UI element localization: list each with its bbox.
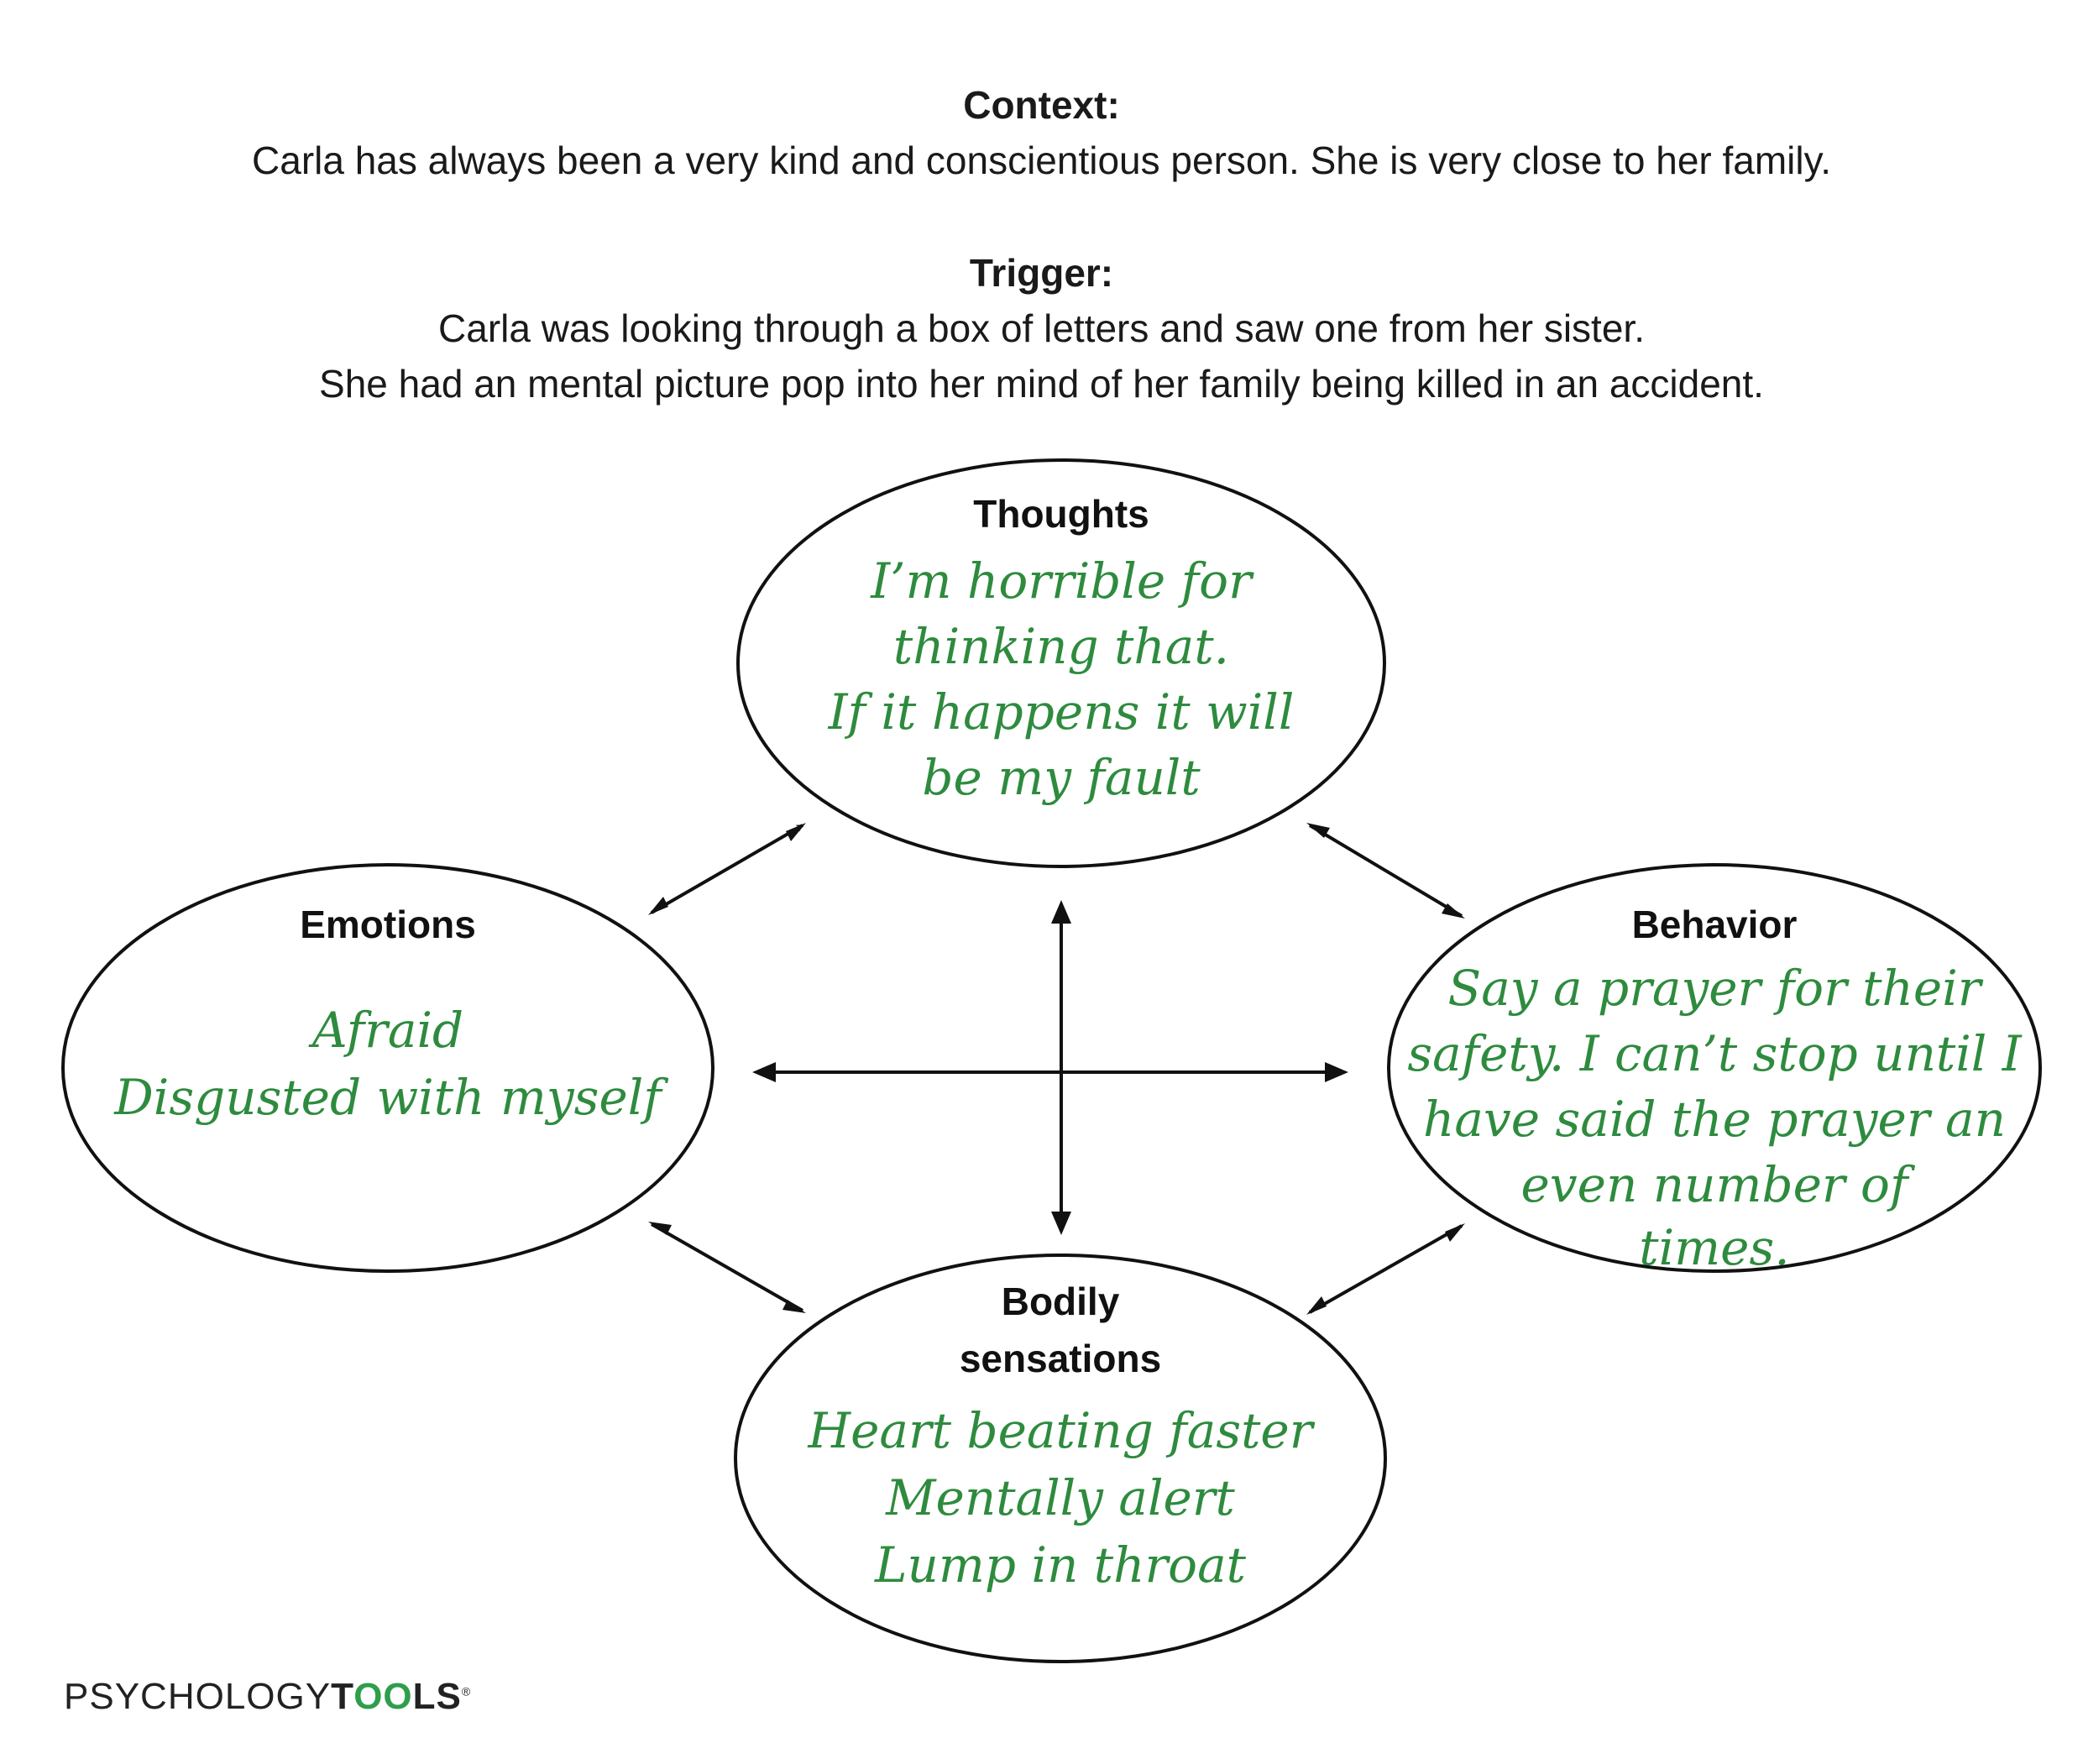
- thoughts-line-1: I’m horrible for: [870, 552, 1254, 610]
- thoughts-line-4: be my fault: [922, 749, 1201, 806]
- bodily-line-3: Lump in throat: [874, 1536, 1247, 1594]
- arrowhead: [1051, 1212, 1071, 1235]
- bodily-title-line-1: Bodily: [1002, 1280, 1120, 1323]
- emotions-ellipse: [61, 863, 714, 1273]
- logo-text-ls: LS: [412, 1676, 462, 1717]
- arrowhead: [648, 1222, 672, 1235]
- arrowhead: [1442, 903, 1465, 919]
- trigger-line-2: She had an mental picture pop into her m…: [319, 362, 1764, 406]
- arrowhead: [1051, 900, 1071, 924]
- arrow-thoughts-emotions: [650, 824, 804, 914]
- behavior-ellipse: [1387, 863, 2042, 1273]
- arrowhead: [1306, 823, 1330, 838]
- trigger-heading: Trigger:: [969, 251, 1114, 295]
- behavior-line-5: times.: [1639, 1219, 1789, 1276]
- thoughts-ellipse: [736, 458, 1386, 868]
- thoughts-line-2: thinking that.: [893, 618, 1229, 675]
- behavior-title: Behavior: [1632, 903, 1798, 946]
- arrowhead: [1306, 1296, 1327, 1315]
- arrowhead: [1445, 1223, 1465, 1242]
- behavior-line-3: have said the prayer an: [1423, 1091, 2006, 1148]
- context-text: Carla has always been a very kind and co…: [252, 139, 1831, 182]
- arrowhead: [1325, 1062, 1348, 1082]
- arrowhead: [782, 1300, 806, 1313]
- registered-mark: ®: [461, 1684, 472, 1699]
- psychology-tools-logo: PSYCHOLOGYTOOLS®: [64, 1676, 471, 1718]
- bodily-line-1: Heart beating faster: [808, 1402, 1316, 1459]
- arrow-emotions-bodily: [651, 1222, 803, 1312]
- context-section: Context: Carla has always been a very ki…: [0, 77, 2083, 188]
- logo-gear-os: OO: [353, 1676, 413, 1717]
- behavior-line-4: even number of: [1521, 1156, 1916, 1213]
- bodily-line-2: Mentally alert: [885, 1469, 1235, 1526]
- trigger-section: Trigger: Carla was looking through a box…: [0, 245, 2083, 411]
- thoughts-line-3: If it happens it will: [828, 683, 1295, 741]
- emotions-line-2: Disgusted with myself: [113, 1069, 669, 1126]
- bodily-ellipse: [734, 1254, 1387, 1663]
- context-heading: Context:: [963, 83, 1120, 127]
- arrowhead: [752, 1062, 776, 1082]
- bodily-title-line-2: sensations: [960, 1337, 1161, 1380]
- thoughts-title: Thoughts: [973, 492, 1149, 536]
- logo-text-t: T: [331, 1676, 354, 1717]
- trigger-line-1: Carla was looking through a box of lette…: [438, 306, 1645, 350]
- behavior-line-1: Say a prayer for their: [1447, 960, 1983, 1017]
- behavior-line-2: safety. I can’t stop until I: [1407, 1025, 2022, 1082]
- arrowhead: [786, 823, 806, 841]
- arrow-thoughts-behavior: [1308, 824, 1463, 918]
- arrow-behavior-bodily: [1309, 1224, 1463, 1314]
- logo-text-psychology: PSYCHOLOGY: [64, 1676, 332, 1717]
- emotions-title: Emotions: [300, 903, 476, 946]
- emotions-line-1: Afraid: [308, 1002, 463, 1059]
- arrowhead: [648, 897, 668, 915]
